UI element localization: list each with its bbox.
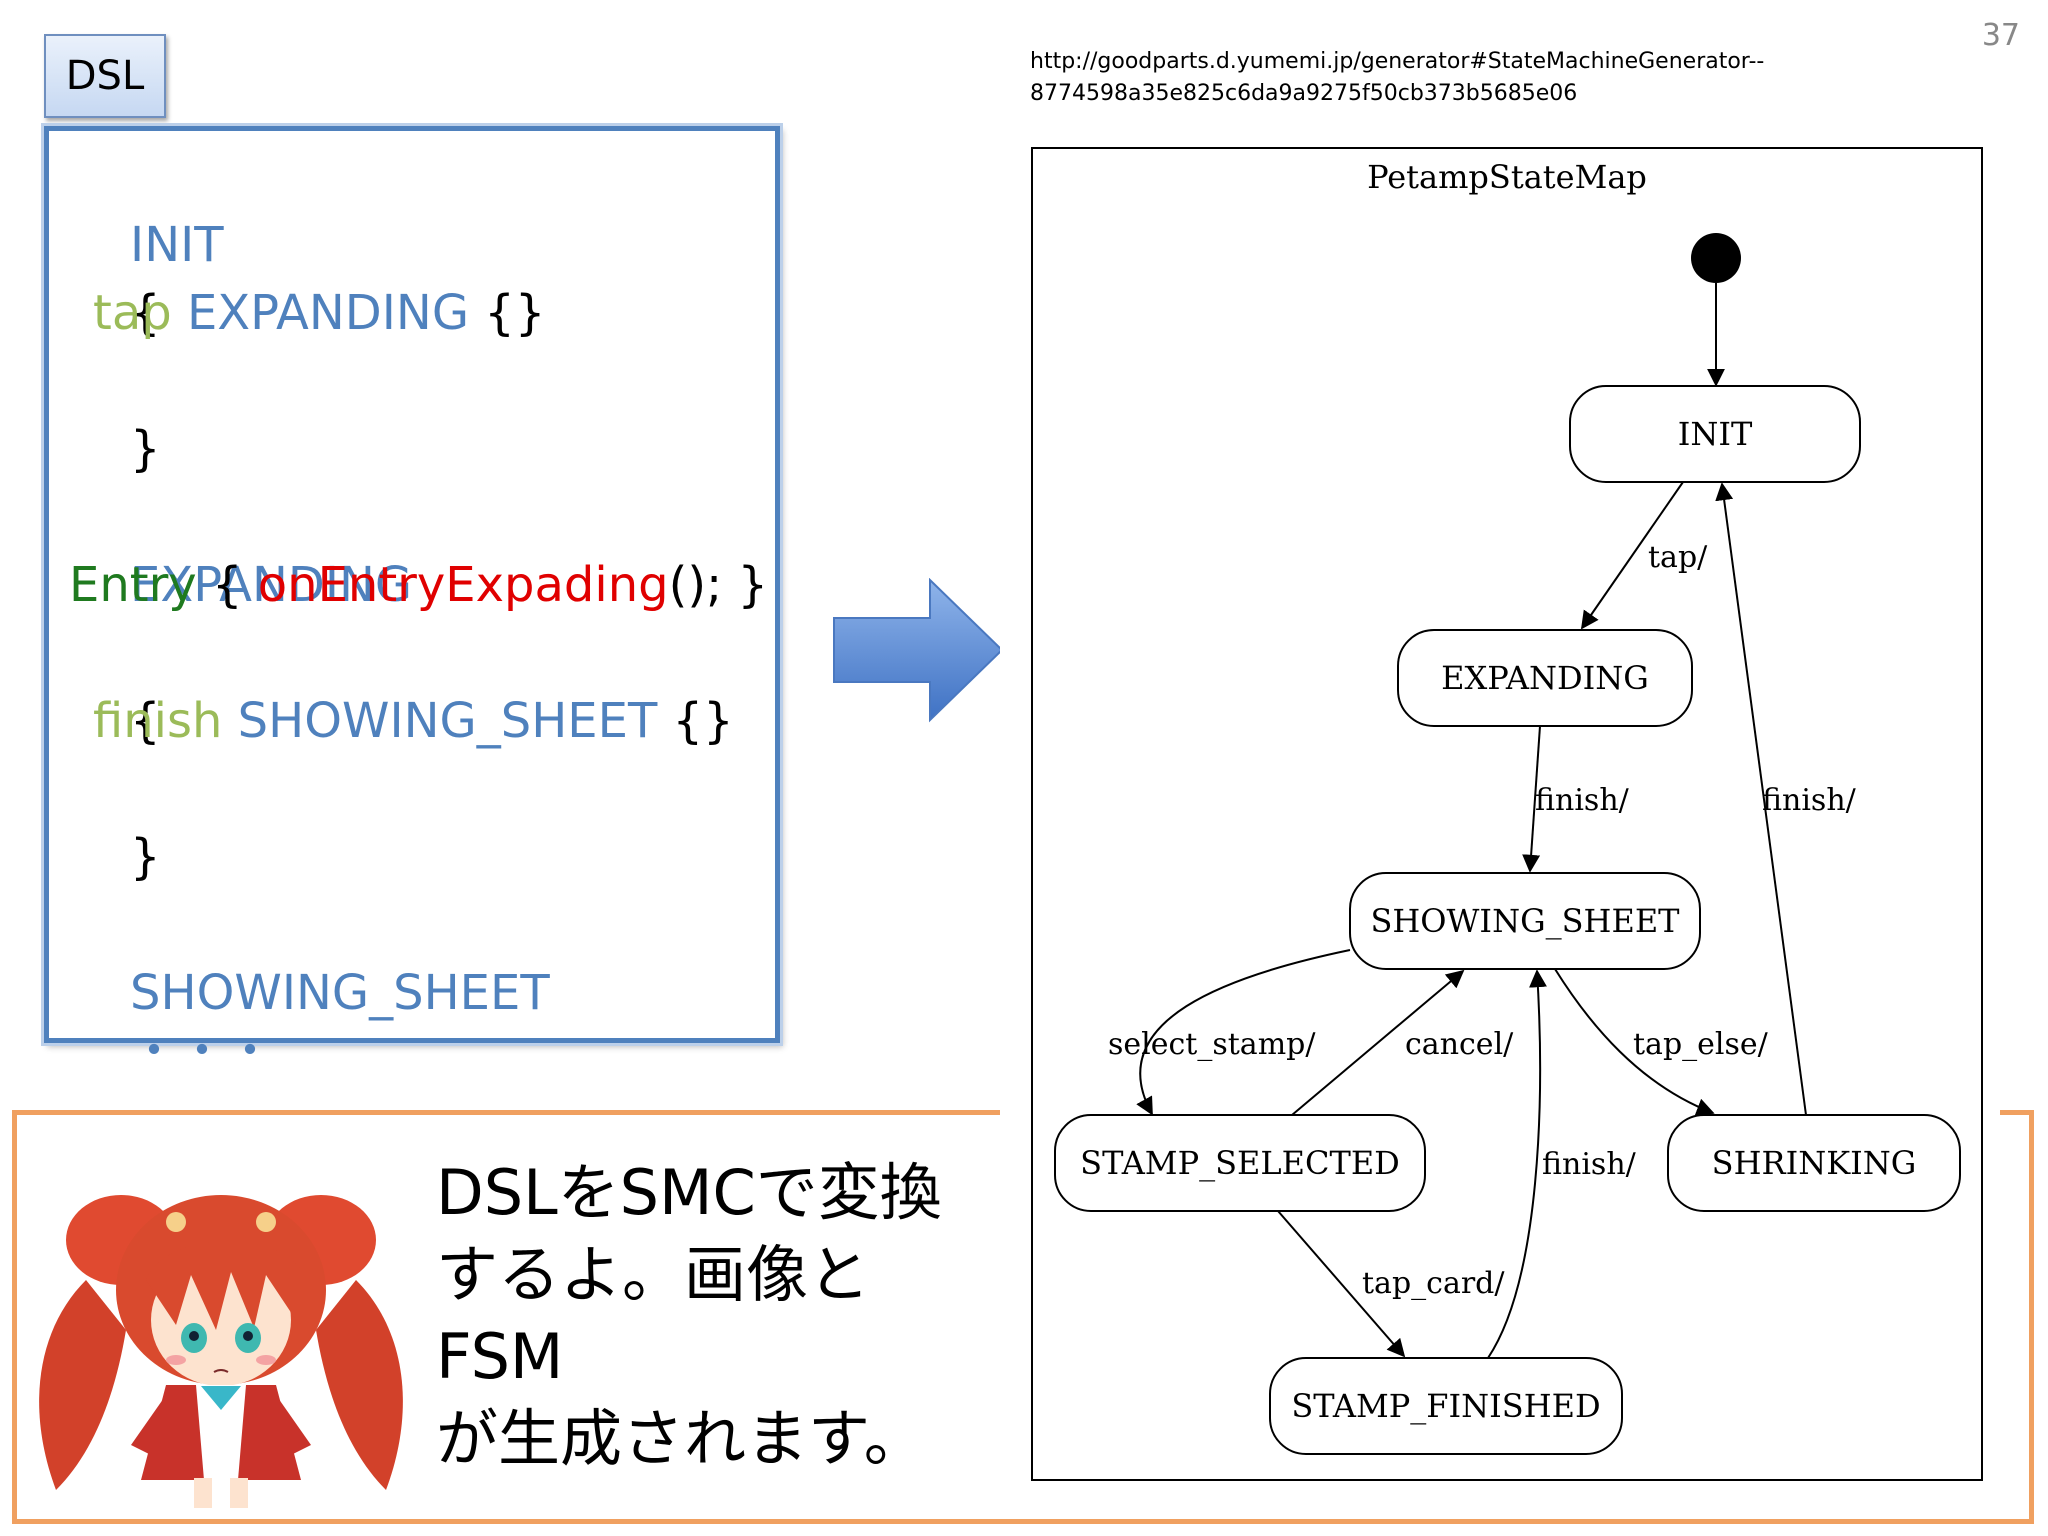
note-line-2: するよ。画像とFSM <box>436 1238 871 1393</box>
code-line-5: EXPANDING <box>69 483 412 687</box>
brace: { <box>130 285 161 341</box>
dsl-tab-label: DSL <box>44 34 166 118</box>
edge-init-expanding <box>1580 481 1684 630</box>
brace: } <box>130 829 161 885</box>
svg-text:STAMP_SELECTED: STAMP_SELECTED <box>1080 1144 1400 1182</box>
initial-state-dot <box>1691 233 1741 283</box>
edge-label-finish-3: finish/ <box>1542 1147 1637 1182</box>
entry-keyword: Entry <box>69 557 197 613</box>
edge-label-tap-else: tap_else/ <box>1633 1027 1769 1062</box>
brace: { <box>196 557 258 613</box>
brace: {} <box>469 285 546 341</box>
note-text: DSLをSMCで変換 するよ。画像とFSM が生成されます。 <box>436 1152 996 1480</box>
edge-label-finish-1: finish/ <box>1535 783 1630 818</box>
edge-label-cancel: cancel/ <box>1405 1027 1514 1062</box>
edge-label-tap: tap/ <box>1648 540 1708 575</box>
state-stamp-selected: STAMP_SELECTED <box>1054 1114 1426 1212</box>
svg-text:SHRINKING: SHRINKING <box>1712 1144 1917 1182</box>
code-line-3: tap EXPANDING {} <box>93 279 545 347</box>
edge-showing-shrinking <box>1554 968 1715 1116</box>
edge-label-tap-card: tap_card/ <box>1362 1266 1505 1301</box>
code-line-6: Entry { onEntryExpading(); } <box>69 551 768 619</box>
call-close: (); } <box>668 557 769 613</box>
source-url-line-1: http://goodparts.d.yumemi.jp/generator#S… <box>1030 49 1765 74</box>
edge-selected-showing <box>1291 969 1465 1116</box>
state-diagram: PetampStateMap INIT EXPANDING SHOWING_SH… <box>1000 140 2000 1490</box>
dsl-code-panel: INIT { tap EXPANDING {} } EXPANDING Entr… <box>44 126 780 1079</box>
diagram-title: PetampStateMap <box>1367 158 1647 196</box>
edge-showing-selected <box>1136 949 1351 1116</box>
code-line-7: { <box>69 619 161 823</box>
edge-shrinking-init <box>1715 482 1807 1116</box>
diagram-border <box>1031 147 1983 1481</box>
code-line-10: SHOWING_SHEET <box>69 891 550 1095</box>
source-url: http://goodparts.d.yumemi.jp/generator#S… <box>1030 46 1764 110</box>
edge-selected-finished <box>1277 1210 1406 1358</box>
edge-label-select-stamp: select_stamp/ <box>1108 1027 1316 1062</box>
state-expanding: EXPANDING <box>1397 629 1693 727</box>
page-number: 37 <box>1981 18 2020 53</box>
edge-label-finish-2: finish/ <box>1762 783 1857 818</box>
event-keyword: tap <box>93 285 172 341</box>
state-keyword: SHOWING_SHEET <box>130 965 550 1021</box>
svg-text:INIT: INIT <box>1678 415 1753 453</box>
code-line-4: } <box>69 347 161 551</box>
code-line-2: { <box>69 211 161 415</box>
code-line-9: } <box>69 755 161 959</box>
state-stamp-finished: STAMP_FINISHED <box>1269 1357 1623 1455</box>
svg-text:STAMP_FINISHED: STAMP_FINISHED <box>1291 1387 1600 1425</box>
brace: {} <box>657 693 734 749</box>
state-showing-sheet: SHOWING_SHEET <box>1349 872 1701 970</box>
ellipsis: ・・・ <box>130 1023 275 1079</box>
note-line-3: が生成されます。 <box>436 1402 926 1475</box>
state-shrinking: SHRINKING <box>1667 1114 1961 1212</box>
anime-character-illustration <box>39 1195 403 1508</box>
state-keyword: EXPANDING <box>130 557 413 613</box>
state-keyword: INIT <box>130 217 224 273</box>
event-keyword: finish <box>93 693 223 749</box>
brace: { <box>130 693 161 749</box>
brace: } <box>130 421 161 477</box>
svg-text:EXPANDING: EXPANDING <box>1441 659 1649 697</box>
svg-text:SHOWING_SHEET: SHOWING_SHEET <box>1370 902 1680 940</box>
edge-expanding-showing <box>1522 725 1541 873</box>
code-line-1: INIT <box>69 143 224 347</box>
right-arrow-icon <box>833 578 1004 723</box>
source-url-line-2: 8774598a35e825c6da9a9275f50cb373b5685e06 <box>1030 81 1578 106</box>
action-name: onEntryExpading <box>257 557 669 613</box>
edge-finished-showing <box>1487 969 1547 1359</box>
code-line-8: finish SHOWING_SHEET {} <box>93 687 734 755</box>
state-keyword: EXPANDING <box>171 285 470 341</box>
note-line-1: DSLをSMCで変換 <box>436 1156 942 1229</box>
code-line-11: ・・・ <box>69 949 274 1153</box>
state-keyword: SHOWING_SHEET <box>222 693 658 749</box>
state-init: INIT <box>1569 385 1861 483</box>
state-diagram-canvas: PetampStateMap INIT EXPANDING SHOWING_SH… <box>1031 147 1983 1481</box>
